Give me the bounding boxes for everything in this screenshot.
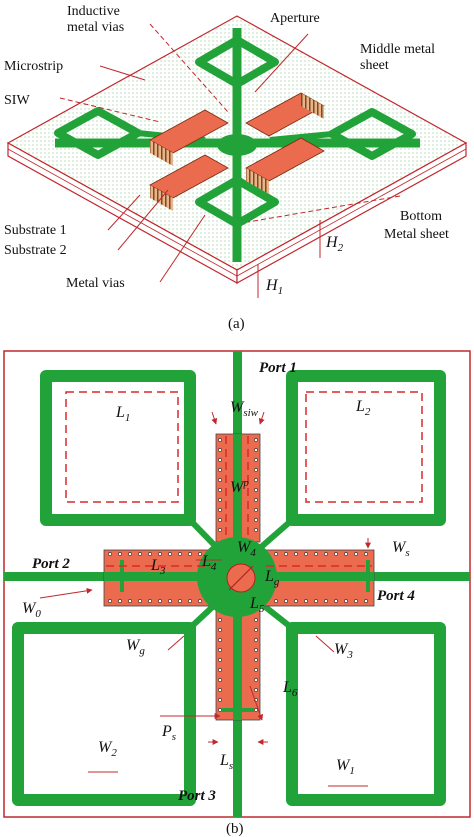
port-4-label: Port 4	[377, 588, 415, 604]
label-siw: SIW	[4, 93, 30, 108]
panel-a-labels: Inductive metal vias Aperture Microstrip…	[4, 4, 449, 332]
label-middle-1: Middle metal	[360, 42, 435, 57]
siw-feeds	[104, 434, 374, 720]
dim-wsiw: Wsiw	[230, 399, 259, 419]
dim-wp: Wp	[230, 477, 249, 496]
siw-blocks-3d	[149, 92, 325, 211]
port-3-label: Port 3	[178, 788, 216, 804]
label-h2: H2	[325, 234, 344, 254]
dimension-lines	[39, 411, 371, 787]
label-h1: H1	[265, 277, 283, 297]
dim-w2: W2	[98, 739, 117, 759]
panel-a-leaders	[59, 23, 401, 298]
dim-ls: Ls	[219, 752, 233, 772]
dim-w4: W4	[237, 539, 256, 559]
panel-b-labels: Port 1 Port 2 Port 3 Port 4 L1 L2 Wsiw W…	[22, 360, 415, 837]
dim-w3: W3	[334, 641, 353, 661]
caption-a: (a)	[228, 316, 245, 332]
panel-b: Port 1 Port 2 Port 3 Port 4 L1 L2 Wsiw W…	[3, 350, 471, 837]
dashed-paths	[65, 391, 423, 567]
dim-w1: W1	[336, 757, 355, 777]
label-inductive-2: metal vias	[67, 20, 124, 35]
panel-a: Inductive metal vias Aperture Microstrip…	[4, 4, 468, 332]
dim-wg: Wg	[126, 637, 145, 657]
port-2-label: Port 2	[32, 556, 70, 572]
dim-w0: W0	[22, 600, 41, 620]
label-aperture: Aperture	[270, 11, 320, 26]
dim-l6: L6	[282, 679, 298, 699]
label-middle-2: sheet	[360, 58, 389, 73]
dim-ps: Ps	[161, 723, 176, 743]
dim-l1: L1	[115, 404, 130, 424]
dim-l3: L3	[150, 557, 166, 577]
center-junction	[197, 537, 277, 617]
label-substrate2: Substrate 2	[4, 243, 67, 258]
label-inductive-1: Inductive	[67, 4, 120, 19]
label-metal-vias: Metal vias	[66, 276, 125, 291]
dim-l2: L2	[355, 398, 371, 418]
label-microstrip: Microstrip	[4, 59, 63, 74]
dim-l4: L4	[201, 553, 217, 573]
label-substrate1: Substrate 1	[4, 223, 67, 238]
label-bottom-2: Metal sheet	[384, 227, 449, 242]
caption-b: (b)	[226, 821, 244, 837]
label-bottom-1: Bottom	[400, 209, 442, 224]
dim-l5: L5	[249, 595, 265, 615]
dim-lg: Lg	[264, 568, 280, 588]
dim-ws: Ws	[392, 539, 410, 559]
port-1-label: Port 1	[259, 360, 297, 376]
